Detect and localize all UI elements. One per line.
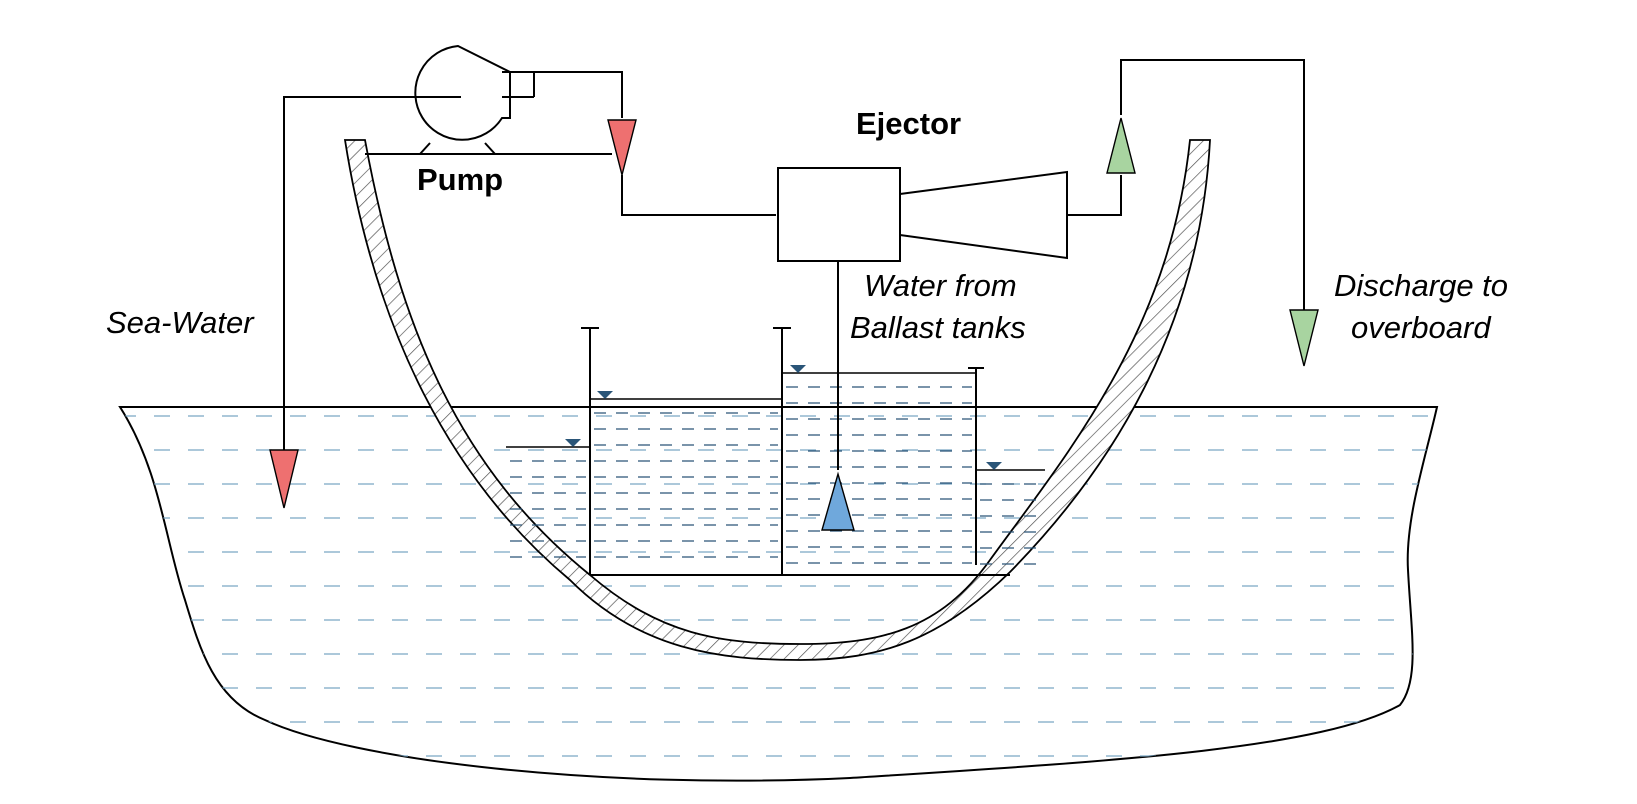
drive-water-pipe xyxy=(621,175,776,216)
water-level-marker xyxy=(565,439,581,447)
ejector-label: Ejector xyxy=(856,106,961,141)
pump-outlet-arrow xyxy=(607,119,637,176)
pump-discharge-pipe xyxy=(534,71,623,118)
ballast-water-arrow xyxy=(821,471,855,531)
pump xyxy=(365,44,612,155)
ship-hull xyxy=(343,139,1211,661)
sea-water-label: Sea-Water xyxy=(106,305,255,340)
ejector xyxy=(777,167,1068,262)
pump-casing xyxy=(414,44,511,141)
piping xyxy=(283,59,1305,470)
ballast-tanks xyxy=(506,327,1045,576)
ejector-diffuser xyxy=(899,170,1068,260)
overboard-discharge-pipe xyxy=(1120,59,1305,310)
water-level-marker xyxy=(986,462,1002,470)
water-level-marker xyxy=(597,391,613,399)
pump-foot-left xyxy=(419,142,431,155)
overboard-discharge-arrow xyxy=(1289,309,1319,367)
water-level-marker xyxy=(790,365,806,373)
pump-foot-right xyxy=(484,142,496,155)
ballast-label-line2: Ballast tanks xyxy=(850,310,1026,345)
discharge-label-line1: Discharge to xyxy=(1334,268,1508,303)
ejector-outlet-arrow xyxy=(1106,117,1136,174)
sea xyxy=(118,406,1439,782)
ejector-discharge-pipe-a xyxy=(1067,175,1122,216)
sea-water-hatching xyxy=(120,415,1437,757)
sea-water-suction-pipe xyxy=(283,96,461,450)
sea-water-inlet-arrow xyxy=(269,449,299,509)
tank-water-hatching xyxy=(510,386,1036,565)
ballast-label-line1: Water from xyxy=(864,268,1017,303)
ejector-body xyxy=(777,167,901,262)
discharge-label-line2: overboard xyxy=(1351,310,1492,345)
pump-label: Pump xyxy=(417,162,503,197)
